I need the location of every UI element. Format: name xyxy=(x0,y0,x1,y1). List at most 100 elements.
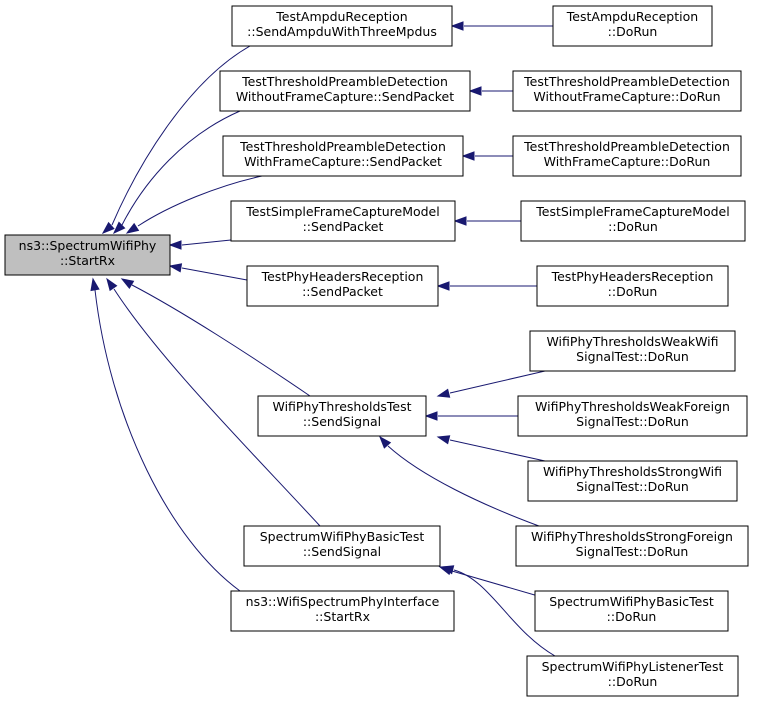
node-label-line-2: ::SendSignal xyxy=(303,414,381,429)
edge-phyh-run-arrowhead xyxy=(436,281,450,291)
node-label-line-1: ns3::WifiSpectrumPhyInterface xyxy=(246,594,440,609)
node-label-line-1: TestAmpduReception xyxy=(275,9,407,24)
node-label-line-1: WifiPhyThresholdsWeakWifi xyxy=(546,334,718,349)
node-label-line-2: SignalTest::DoRun xyxy=(576,349,689,364)
node-label-line-2: SignalTest::DoRun xyxy=(576,414,689,429)
edge-nofc-send-to-root xyxy=(112,110,241,235)
edge-strongwifi-line xyxy=(449,439,546,462)
node-label-line-2: WithoutFrameCapture::SendPacket xyxy=(236,89,454,104)
node-label-line-2: ::SendPacket xyxy=(303,219,384,234)
node-box xyxy=(257,395,427,437)
node-thr-fc-run[interactable]: TestThresholdPreambleDetectionWithFrameC… xyxy=(512,135,742,177)
node-label-line-2: ::StartRx xyxy=(60,253,115,268)
node-label-line-2: WithFrameCapture::SendPacket xyxy=(244,154,442,169)
edge-nofc-run xyxy=(468,86,513,96)
edge-wpt-send-to-root xyxy=(120,278,311,397)
node-label-line-1: WifiPhyThresholdsTest xyxy=(272,399,411,414)
node-wspi[interactable]: ns3::WifiSpectrumPhyInterface::StartRx xyxy=(230,590,455,632)
node-wpt-weakforeign[interactable]: WifiPhyThresholdsWeakForeignSignalTest::… xyxy=(517,395,748,437)
node-phyh-run[interactable]: TestPhyHeadersReception::DoRun xyxy=(536,265,729,307)
node-label-line-2: ::DoRun xyxy=(608,284,658,299)
edge-phyh-send-to-root-line xyxy=(181,267,248,281)
node-label-line-2: ::DoRun xyxy=(607,609,657,624)
node-label-line-1: TestThresholdPreambleDetection xyxy=(241,74,448,89)
node-box xyxy=(246,265,439,307)
edges xyxy=(90,21,556,657)
node-wpt-weakwifi[interactable]: WifiPhyThresholdsWeakWifiSignalTest::DoR… xyxy=(529,330,736,372)
edge-wpt-send-to-root-line xyxy=(131,284,311,397)
node-box xyxy=(219,70,471,112)
node-label-line-1: WifiPhyThresholdsStrongForeign xyxy=(531,529,733,544)
edge-swpb-send-to-root-line xyxy=(113,288,321,527)
node-wpt-strongwifi[interactable]: WifiPhyThresholdsStrongWifiSignalTest::D… xyxy=(527,460,738,502)
node-thr-fc-send[interactable]: TestThresholdPreambleDetectionWithFrameC… xyxy=(222,135,464,177)
node-swpb-run[interactable]: SpectrumWifiPhyBasicTest::DoRun xyxy=(534,590,729,632)
node-label-line-1: TestPhyHeadersReception xyxy=(551,269,714,284)
edge-ampdu-send-to-root-line xyxy=(111,45,251,226)
node-label-line-2: ::DoRun xyxy=(608,24,658,39)
edge-fc-run-arrowhead xyxy=(461,151,475,161)
node-box xyxy=(512,70,742,112)
edge-phyh-send-to-root xyxy=(168,263,248,281)
node-label-line-2: ::SendPacket xyxy=(302,284,383,299)
node-box xyxy=(243,525,441,567)
node-root[interactable]: ns3::SpectrumWifiPhy::StartRx xyxy=(4,234,171,276)
node-label-line-1: TestAmpduReception xyxy=(566,9,698,24)
edge-ampdu-run-arrowhead xyxy=(450,21,464,31)
edge-wpt-send-to-root-arrowhead xyxy=(120,278,135,289)
edge-weakforeign-arrowhead xyxy=(424,411,438,421)
node-wpt-strongforeign[interactable]: WifiPhyThresholdsStrongForeignSignalTest… xyxy=(515,525,749,567)
node-label-line-1: SpectrumWifiPhyBasicTest xyxy=(260,529,425,544)
node-label-line-2: ::DoRun xyxy=(608,674,658,689)
node-thr-nofc-run[interactable]: TestThresholdPreambleDetectionWithoutFra… xyxy=(512,70,742,112)
node-box xyxy=(512,135,742,177)
node-label-line-1: TestThresholdPreambleDetection xyxy=(239,139,446,154)
node-label-line-1: TestThresholdPreambleDetection xyxy=(523,139,730,154)
edge-swpl-run-line xyxy=(453,569,556,657)
node-ampdu-send[interactable]: TestAmpduReception::SendAmpduWithThreeMp… xyxy=(231,5,453,47)
node-label-line-1: TestThresholdPreambleDetection xyxy=(523,74,730,89)
node-phyh-send[interactable]: TestPhyHeadersReception::SendPacket xyxy=(246,265,439,307)
edge-weakwifi-line xyxy=(449,370,546,394)
node-box xyxy=(222,135,464,177)
node-label-line-1: TestSimpleFrameCaptureModel xyxy=(245,204,439,219)
edge-sfc-run xyxy=(453,216,521,226)
node-label-line-1: WifiPhyThresholdsStrongWifi xyxy=(543,464,722,479)
node-box xyxy=(231,5,453,47)
nodes: ns3::SpectrumWifiPhy::StartRx TestAmpduRe… xyxy=(4,5,749,697)
node-box xyxy=(529,330,736,372)
edge-ampdu-send-to-root-arrowhead xyxy=(101,221,115,234)
node-label-line-2: ::DoRun xyxy=(608,219,658,234)
node-box xyxy=(517,395,748,437)
edge-swpb-send-to-root xyxy=(106,277,321,527)
node-ampdu-run[interactable]: TestAmpduReception::DoRun xyxy=(552,5,713,47)
edge-nofc-run-arrowhead xyxy=(468,86,482,96)
edge-sfc-run-arrowhead xyxy=(453,216,467,226)
edge-sfc-send-to-root-line xyxy=(181,239,232,246)
node-wpt-send[interactable]: WifiPhyThresholdsTest::SendSignal xyxy=(257,395,427,437)
node-label-line-1: SpectrumWifiPhyBasicTest xyxy=(549,594,714,609)
node-swpb-send[interactable]: SpectrumWifiPhyBasicTest::SendSignal xyxy=(243,525,441,567)
node-label-line-2: SignalTest::DoRun xyxy=(576,479,689,494)
node-thr-nofc-send[interactable]: TestThresholdPreambleDetectionWithoutFra… xyxy=(219,70,471,112)
edge-weakwifi-arrowhead xyxy=(436,388,451,398)
node-sfc-run[interactable]: TestSimpleFrameCaptureModel::DoRun xyxy=(520,200,746,242)
node-label-line-2: SignalTest::DoRun xyxy=(576,544,689,559)
edge-swpb-send-to-root-arrowhead xyxy=(106,277,118,292)
edge-strongforeign-line xyxy=(387,445,551,531)
edge-wspi-to-root-line xyxy=(94,289,241,592)
edge-fc-send-to-root xyxy=(125,175,263,234)
node-label-line-1: TestSimpleFrameCaptureModel xyxy=(535,204,729,219)
edge-fc-send-to-root-arrowhead xyxy=(125,222,140,234)
node-box xyxy=(230,590,455,632)
node-swpl-run[interactable]: SpectrumWifiPhyListenerTest::DoRun xyxy=(526,655,739,697)
node-label-line-2: ::StartRx xyxy=(315,609,370,624)
node-box xyxy=(527,460,738,502)
node-box xyxy=(4,234,171,276)
edge-ampdu-run xyxy=(450,21,553,31)
node-sfc-send[interactable]: TestSimpleFrameCaptureModel::SendPacket xyxy=(230,200,456,242)
node-label-line-2: WithoutFrameCapture::DoRun xyxy=(533,89,720,104)
edge-weakwifi xyxy=(436,370,546,398)
edge-nofc-send-to-root-line xyxy=(121,110,241,226)
